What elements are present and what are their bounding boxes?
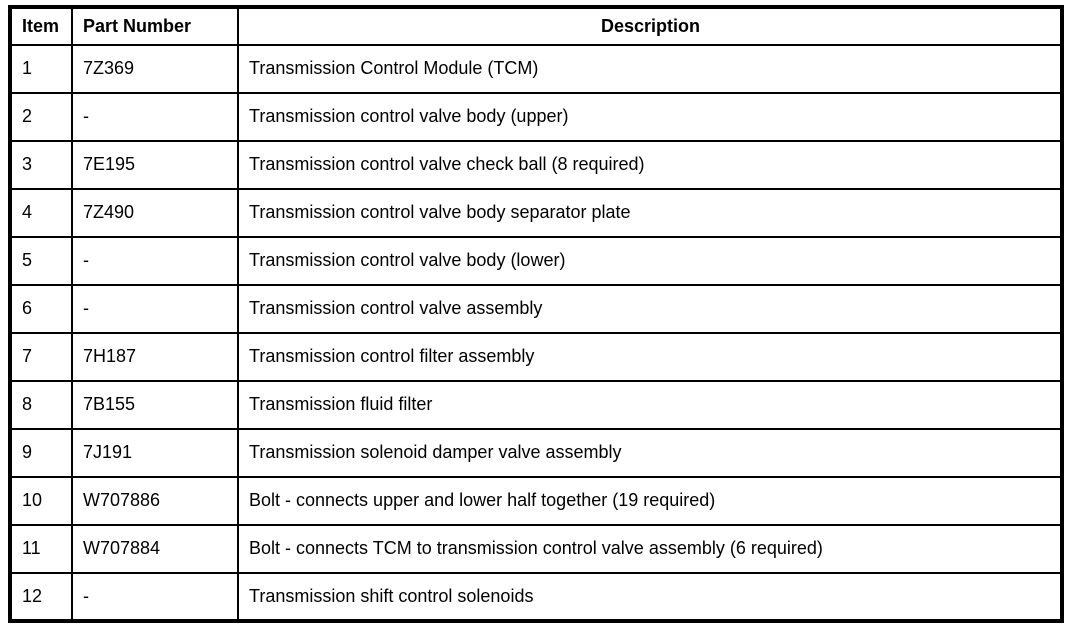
parts-list-table: Item Part Number Description 1 7Z369 Tra… <box>8 5 1064 623</box>
table-cell-item: 8 <box>9 380 73 430</box>
table-cell-part-number: W707886 <box>71 476 239 526</box>
table-header: Item Part Number Description <box>9 6 1063 46</box>
table-cell-item: 5 <box>9 236 73 286</box>
column-header-item: Item <box>9 6 73 46</box>
table-cell-description: Transmission fluid filter <box>237 380 1063 430</box>
table-cell-part-number: 7Z490 <box>71 188 239 238</box>
table-cell-item: 1 <box>9 44 73 94</box>
table-cell-description: Transmission shift control solenoids <box>237 572 1063 622</box>
table-cell-item: 7 <box>9 332 73 382</box>
table-cell-description: Transmission solenoid damper valve assem… <box>237 428 1063 478</box>
table-row: 2 - Transmission control valve body (upp… <box>9 92 1063 142</box>
table-cell-part-number: 7E195 <box>71 140 239 190</box>
table-cell-item: 11 <box>9 524 73 574</box>
table-cell-description: Transmission control filter assembly <box>237 332 1063 382</box>
table-cell-description: Transmission Control Module (TCM) <box>237 44 1063 94</box>
table-cell-item: 3 <box>9 140 73 190</box>
table-cell-part-number: - <box>71 236 239 286</box>
table-cell-part-number: - <box>71 572 239 622</box>
table-cell-description: Transmission control valve assembly <box>237 284 1063 334</box>
table-cell-part-number: - <box>71 92 239 142</box>
table-cell-description: Transmission control valve body (lower) <box>237 236 1063 286</box>
table-cell-item: 4 <box>9 188 73 238</box>
table-row: 12 - Transmission shift control solenoid… <box>9 572 1063 622</box>
table-cell-description: Transmission control valve body separato… <box>237 188 1063 238</box>
table-cell-description: Bolt - connects upper and lower half tog… <box>237 476 1063 526</box>
table-row: 3 7E195 Transmission control valve check… <box>9 140 1063 190</box>
table-cell-item: 2 <box>9 92 73 142</box>
column-header-part-number: Part Number <box>71 6 239 46</box>
table-cell-item: 9 <box>9 428 73 478</box>
column-header-description: Description <box>237 6 1063 46</box>
table-cell-part-number: 7B155 <box>71 380 239 430</box>
table-row: 10 W707886 Bolt - connects upper and low… <box>9 476 1063 526</box>
table-body: 1 7Z369 Transmission Control Module (TCM… <box>9 44 1063 622</box>
table-cell-item: 6 <box>9 284 73 334</box>
table-cell-item: 12 <box>9 572 73 622</box>
table-cell-description: Transmission control valve check ball (8… <box>237 140 1063 190</box>
table-cell-description: Transmission control valve body (upper) <box>237 92 1063 142</box>
table-row: 11 W707884 Bolt - connects TCM to transm… <box>9 524 1063 574</box>
table-cell-part-number: 7H187 <box>71 332 239 382</box>
table-cell-part-number: 7J191 <box>71 428 239 478</box>
table-row: 9 7J191 Transmission solenoid damper val… <box>9 428 1063 478</box>
table-row: 6 - Transmission control valve assembly <box>9 284 1063 334</box>
table-cell-part-number: - <box>71 284 239 334</box>
table-row: 4 7Z490 Transmission control valve body … <box>9 188 1063 238</box>
table-header-row: Item Part Number Description <box>9 6 1063 46</box>
table-row: 7 7H187 Transmission control filter asse… <box>9 332 1063 382</box>
table-cell-part-number: W707884 <box>71 524 239 574</box>
table-row: 5 - Transmission control valve body (low… <box>9 236 1063 286</box>
table-cell-item: 10 <box>9 476 73 526</box>
table-row: 8 7B155 Transmission fluid filter <box>9 380 1063 430</box>
table-cell-description: Bolt - connects TCM to transmission cont… <box>237 524 1063 574</box>
table-row: 1 7Z369 Transmission Control Module (TCM… <box>9 44 1063 94</box>
table-cell-part-number: 7Z369 <box>71 44 239 94</box>
